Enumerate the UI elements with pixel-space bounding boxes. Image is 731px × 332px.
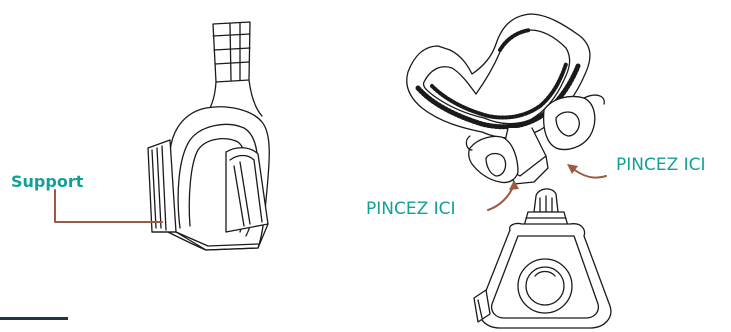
pincez-ici-right-label: PINCEZ ICI xyxy=(616,155,706,175)
pinching-fingers-illustration xyxy=(465,94,605,184)
support-leader-line xyxy=(54,189,163,223)
pince-right-arrowhead xyxy=(567,164,578,174)
mouthpiece-holder-illustration xyxy=(147,21,270,251)
support-label: Support xyxy=(11,172,84,191)
pincez-ici-left-label: PINCEZ ICI xyxy=(366,199,456,219)
u-shaped-toothbrush-head-illustration xyxy=(406,13,591,185)
underline-bar xyxy=(0,317,68,320)
pince-left-arrowhead xyxy=(509,180,519,190)
handle-base-illustration xyxy=(473,188,612,329)
pince-right-arrow xyxy=(571,167,607,179)
